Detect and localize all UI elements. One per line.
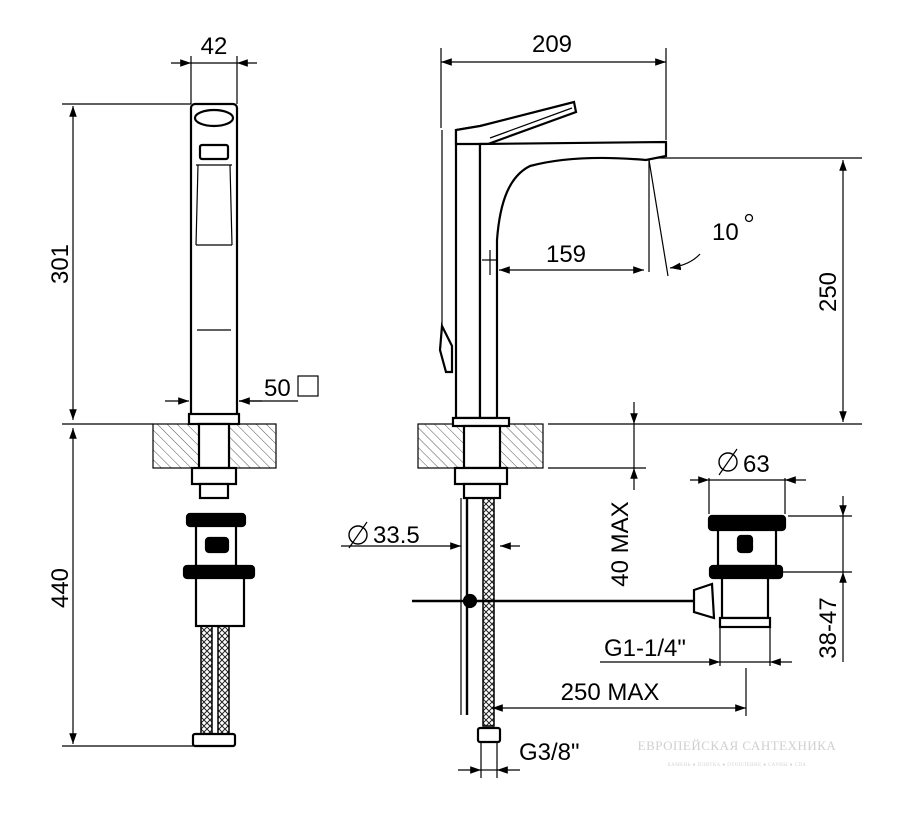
watermark-tagline: КАМЕНЬ ● ПЛИТКА ● ОТОПЛЕНИЕ ● САУНЫ ● СП… [668, 763, 807, 768]
rod-clamp [462, 593, 478, 609]
dim-spout-width: 209 [532, 31, 572, 58]
fixing-nut-front [190, 466, 238, 486]
dim-pipe-diameter: 33.5 [373, 522, 420, 549]
lift-rod-knob [438, 321, 454, 374]
base-ring-front [187, 412, 241, 426]
spout [478, 140, 668, 420]
hose-side [482, 497, 495, 727]
hose-right-front [217, 625, 230, 735]
waste-cap-front [185, 512, 247, 528]
dim-angle: 10 [712, 219, 739, 246]
waste-cap-side [707, 514, 787, 532]
watermark-name: ЕВРОПЕЙСКАЯ САНТЕХНИКА [638, 738, 837, 753]
side-view: 209 159 10 250 40 MAX 33.5 [341, 31, 862, 778]
diameter-symbol-pipe [348, 525, 368, 545]
lever-top-ellipse [193, 108, 235, 128]
dim-spout-reach: 159 [546, 241, 586, 268]
dim-spout-height: 250 [815, 272, 842, 312]
square-symbol [297, 375, 319, 397]
dim-waste-thread: G1-1/4" [604, 635, 686, 662]
hose-fitting-side [476, 726, 502, 744]
aerator-front [198, 143, 230, 161]
base-ring-side [451, 416, 511, 428]
dim-square: 50 [264, 375, 291, 402]
degree-symbol [744, 213, 754, 223]
waste-thread [718, 616, 772, 629]
dim-waste-range: 38-47 [815, 597, 842, 658]
dim-height-top: 301 [47, 244, 74, 284]
hose-left-front [200, 625, 213, 735]
dim-inlet-thread: G3/8" [519, 739, 580, 766]
dim-rod-length: 250 MAX [561, 679, 660, 706]
waste-flange-side [708, 564, 784, 580]
diameter-symbol-waste [718, 452, 738, 472]
lever-handle [454, 100, 578, 146]
watermark: ЕВРОПЕЙСКАЯ САНТЕХНИКА КАМЕНЬ ● ПЛИТКА ●… [638, 738, 837, 768]
front-view: 42 301 440 50 [47, 33, 319, 748]
dim-width-side: 42 [201, 33, 228, 60]
dim-waste-diameter: 63 [743, 451, 770, 478]
dim-max-thickness: 40 MAX [607, 501, 634, 586]
faucet-body-side [454, 124, 482, 420]
waste-rod-connector [692, 582, 716, 620]
fixing-nut-side [453, 466, 509, 486]
dim-height-bottom: 440 [47, 568, 74, 608]
waste-flange-front [182, 564, 256, 580]
hose-fitting-front [191, 732, 237, 748]
